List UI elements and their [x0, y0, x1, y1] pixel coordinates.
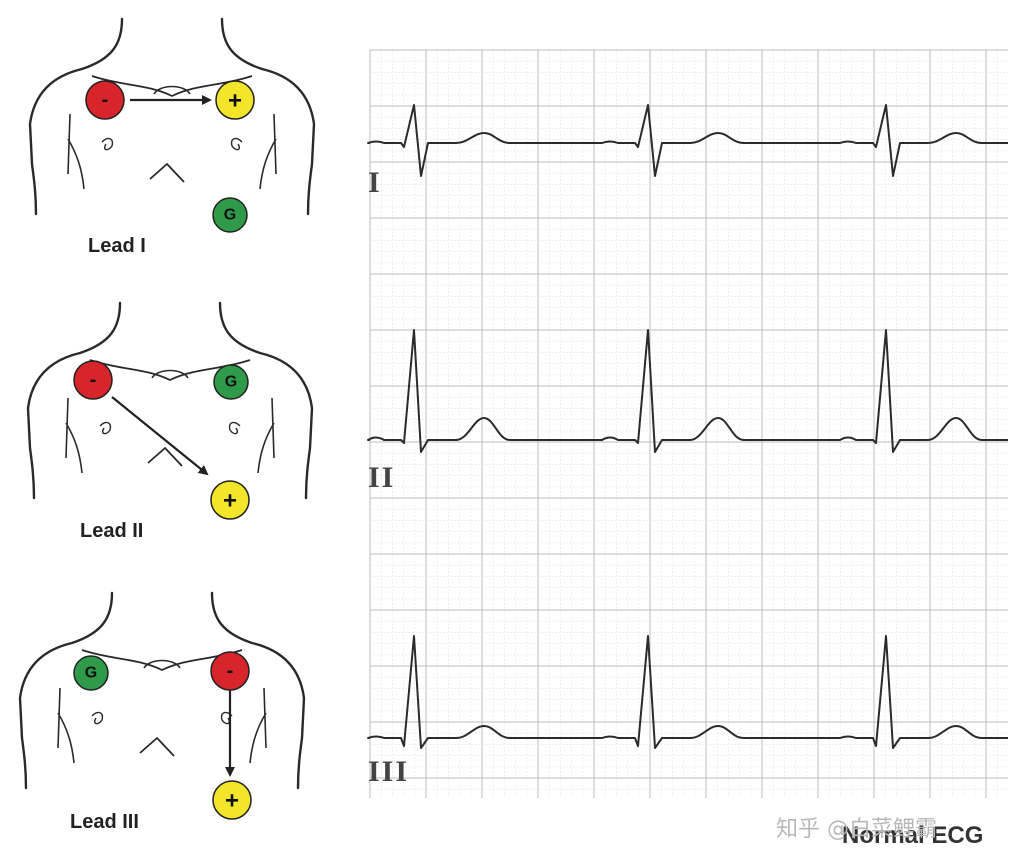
ecg-trace-lead-i [367, 104, 1008, 177]
positive-electrode: + [212, 780, 252, 820]
negative-electrode: - [85, 80, 125, 120]
negative-electrode: - [210, 651, 250, 691]
ground-letter: G [85, 665, 97, 682]
lead-diagram-ii: - G + Lead II [26, 301, 314, 542]
positive-electrode: + [215, 80, 255, 120]
ground-electrode: G [213, 364, 249, 400]
negative-electrode: - [73, 360, 113, 400]
positive-sign: + [225, 788, 239, 815]
lead-vector-arrow [111, 396, 209, 476]
ground-electrode: G [73, 655, 109, 691]
ground-letter: G [225, 374, 237, 391]
ecg-grid [369, 49, 1008, 798]
negative-sign: - [102, 89, 109, 111]
ecg-trace-lead-ii [367, 329, 1008, 453]
positive-sign: + [228, 88, 242, 115]
ecg-panel: I II III Normal ECG 知乎 @白菜鲤霸 [367, 49, 1008, 849]
ecg-traces [367, 104, 1008, 749]
torso-outline [26, 301, 314, 500]
torso-outline [18, 591, 306, 790]
ground-letter: G [224, 207, 236, 224]
positive-sign: + [223, 488, 237, 515]
ground-electrode: G [212, 197, 248, 233]
lead-label: Lead I [88, 235, 146, 257]
trace-label-iii: III [368, 755, 409, 788]
normal-ecg-caption: Normal ECG [842, 822, 983, 849]
torso-outline [28, 17, 316, 216]
negative-sign: - [227, 660, 234, 682]
lead-diagram-iii: G - + Lead III [18, 591, 306, 833]
lead-label: Lead II [80, 520, 143, 542]
watermark: 知乎 @白菜鲤霸 [776, 817, 937, 842]
positive-electrode: + [210, 480, 250, 520]
negative-sign: - [90, 369, 97, 391]
ecg-trace-lead-iii [367, 635, 1008, 749]
trace-label-ii: II [368, 461, 395, 494]
trace-label-i: I [368, 166, 382, 199]
lead-label: Lead III [70, 811, 139, 833]
lead-diagram-i: - + G Lead I [28, 17, 316, 257]
